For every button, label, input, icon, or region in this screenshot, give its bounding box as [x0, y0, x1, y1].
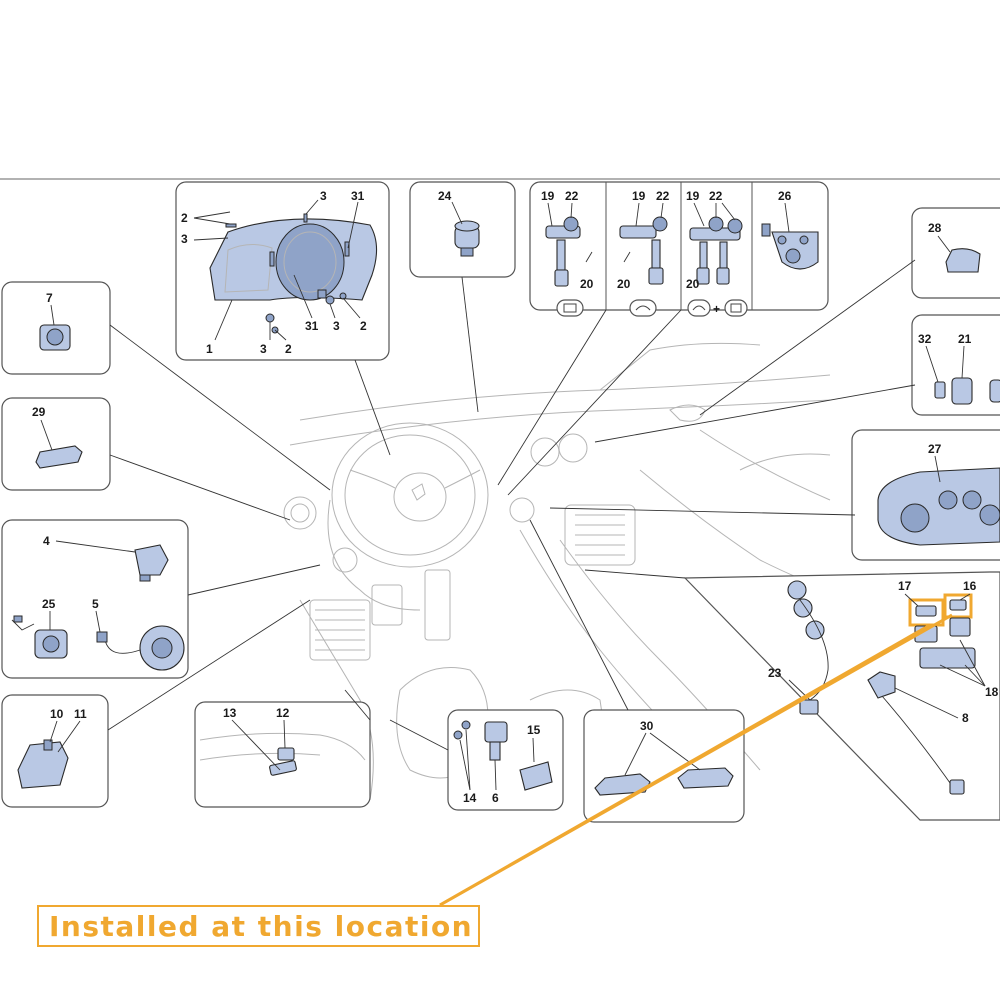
label-1: 1 [206, 342, 213, 356]
label-23: 23 [768, 666, 782, 680]
label-2: 2 [360, 319, 367, 333]
plus-sign: + [713, 302, 720, 316]
switches-10-11-panel: 10 11 [1, 599, 311, 808]
sensor-24-panel: 24 [409, 181, 516, 413]
label-22: 22 [565, 189, 579, 203]
parts-13-12-panel: 13 12 [194, 689, 371, 808]
climate-control-27-panel: 27 [549, 429, 1000, 561]
switches-32-21-panel: 32 21 [594, 314, 1000, 443]
label-11: 11 [74, 707, 87, 721]
label-18: 18 [985, 685, 999, 699]
label-26: 26 [778, 189, 792, 203]
switches-4-25-5-panel: 4 25 5 [1, 519, 321, 679]
label-19: 19 [686, 189, 700, 203]
label-22: 22 [656, 189, 670, 203]
module-28-part [945, 248, 981, 273]
module-28-panel: 28 [699, 207, 1000, 416]
label-30: 30 [640, 719, 654, 733]
part-17 [915, 605, 937, 617]
label-6: 6 [492, 791, 499, 805]
part-16 [949, 599, 967, 611]
car-interior-outline [219, 342, 831, 801]
label-4: 4 [43, 534, 50, 548]
label-28: 28 [928, 221, 942, 235]
switch-10-11-part [17, 741, 69, 789]
part-15 [519, 761, 553, 791]
label-19: 19 [632, 189, 646, 203]
label-8: 8 [962, 711, 969, 725]
label-19: 19 [541, 189, 555, 203]
label-2: 2 [285, 342, 292, 356]
part-18 [919, 647, 976, 669]
label-29: 29 [32, 405, 46, 419]
label-27: 27 [928, 442, 942, 456]
label-3: 3 [181, 232, 188, 246]
part-13 [269, 760, 297, 776]
label-24: 24 [438, 189, 452, 203]
label-20: 20 [617, 277, 631, 291]
label-5: 5 [92, 597, 99, 611]
part-30-right [677, 767, 734, 789]
parts-30-panel: 30 [529, 519, 745, 823]
label-2: 2 [181, 211, 188, 225]
parts-14-6-15-panel: 15 14 6 [389, 709, 564, 811]
part-6 [484, 721, 508, 743]
label-12: 12 [276, 706, 290, 720]
label-14: 14 [463, 791, 477, 805]
label-21: 21 [958, 332, 972, 346]
label-17: 17 [898, 579, 912, 593]
symbol-badge [556, 299, 584, 317]
label-15: 15 [527, 723, 541, 737]
lever-29-panel: 29 [1, 397, 291, 521]
label-3: 3 [333, 319, 340, 333]
label-16: 16 [963, 579, 977, 593]
label-20: 20 [686, 277, 700, 291]
label-31: 31 [305, 319, 319, 333]
installed-location-callout: Installed at this location [37, 905, 480, 947]
switch-7-panel: 7 [1, 281, 331, 491]
label-20: 20 [580, 277, 594, 291]
label-3: 3 [260, 342, 267, 356]
label-10: 10 [50, 707, 64, 721]
lever-29-part [35, 445, 83, 469]
label-7: 7 [46, 291, 53, 305]
part-12 [277, 747, 295, 761]
label-31: 31 [351, 189, 365, 203]
callout-label: Installed at this location [49, 910, 474, 943]
instrument-cluster-panel: 2 3 3 31 1 3 2 31 3 2 [175, 181, 391, 456]
callout-pointer-line [439, 613, 953, 907]
switch-group-panel: 19 22 20 19 22 20 19 22 20 + [497, 181, 829, 496]
climate-control-part [877, 467, 1000, 546]
highlight-box-16 [943, 593, 973, 619]
label-22: 22 [709, 189, 723, 203]
switch-4-part [134, 544, 169, 576]
part-30-left [594, 773, 651, 796]
highlight-box-17 [908, 598, 945, 627]
label-32: 32 [918, 332, 932, 346]
label-3: 3 [320, 189, 327, 203]
label-13: 13 [223, 706, 237, 720]
steering-wheel [331, 422, 489, 568]
part-8 [867, 671, 896, 699]
label-25: 25 [42, 597, 56, 611]
